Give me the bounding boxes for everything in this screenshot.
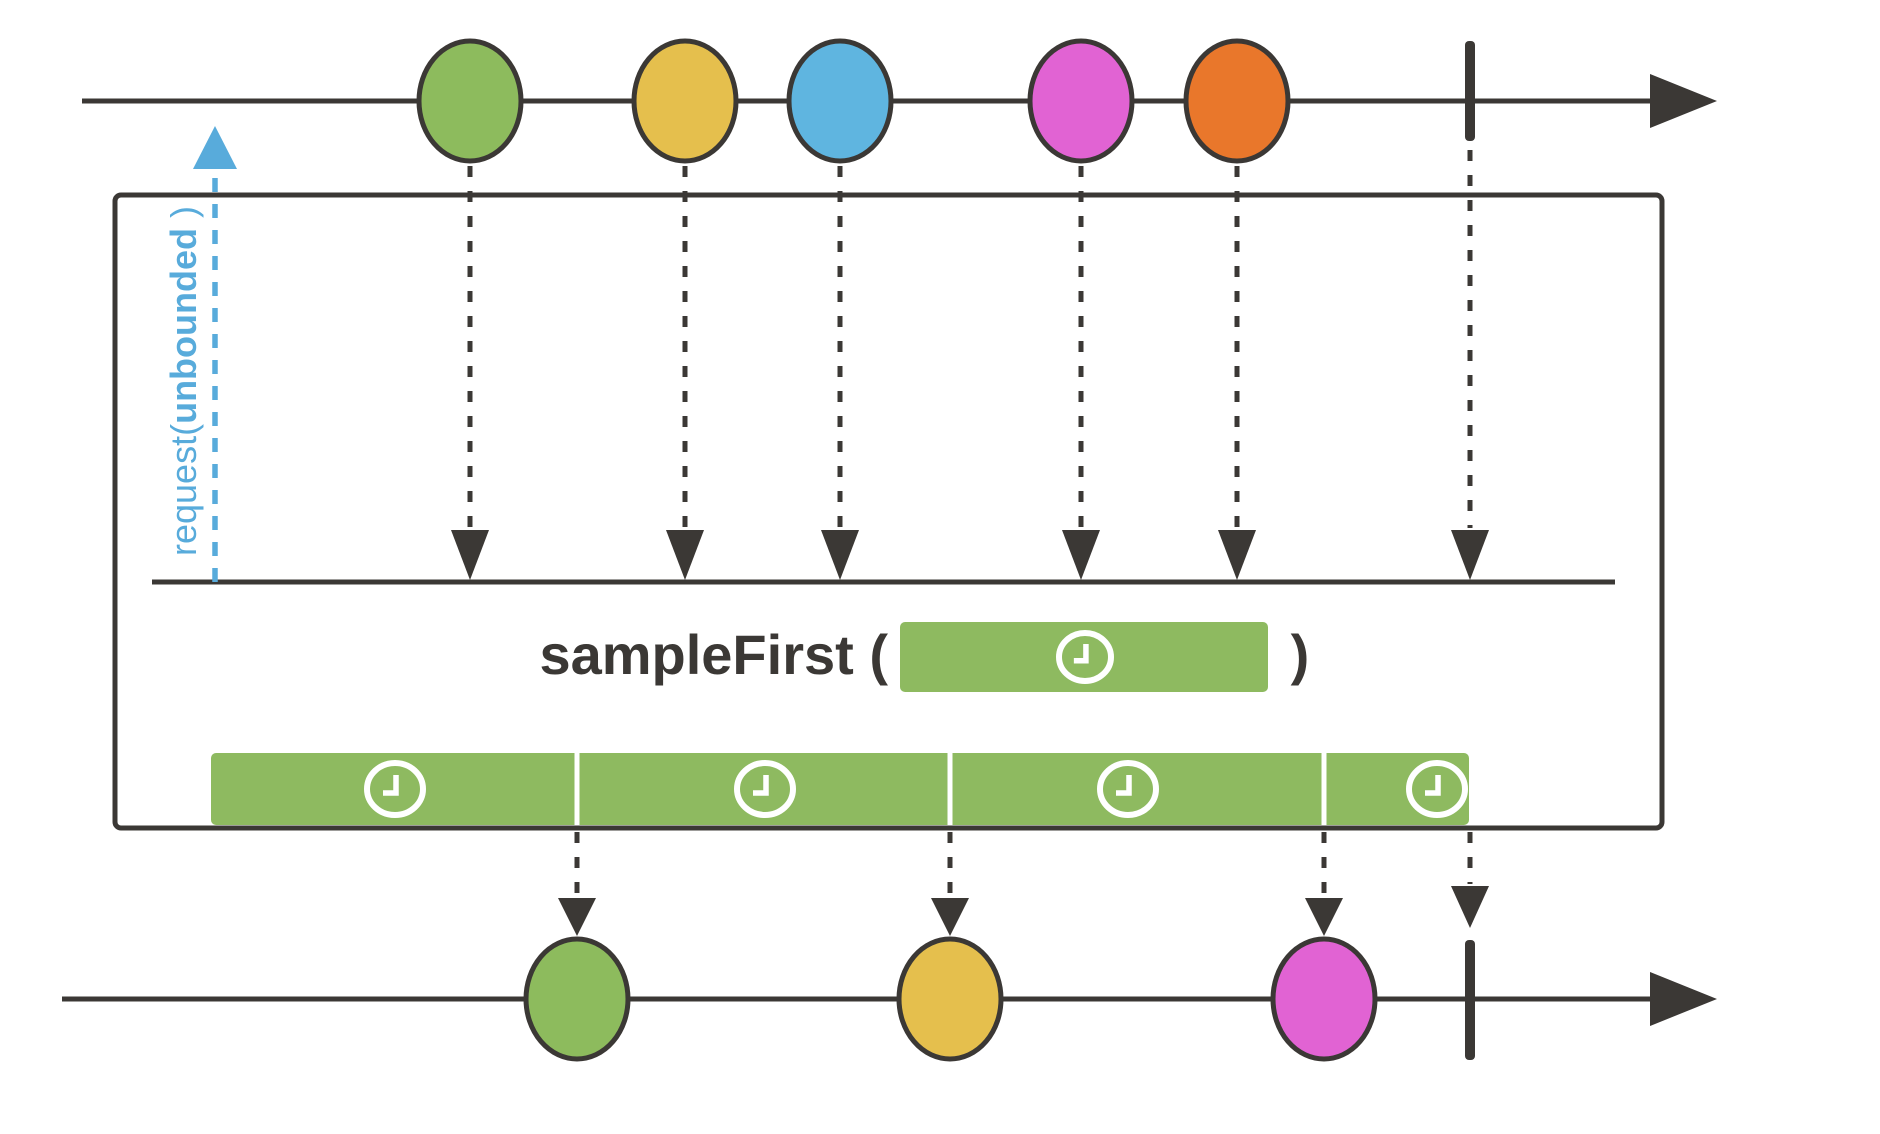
operator-signature: sampleFirst ( )	[539, 622, 1309, 692]
clock-face	[364, 760, 426, 818]
input-timeline-arrowhead-icon	[1650, 74, 1717, 128]
input-complete-bar	[1465, 41, 1475, 141]
output-timeline-arrowhead-icon	[1650, 972, 1717, 1026]
input-complete-arrow-head-icon	[1451, 530, 1489, 580]
operator-name-label: sampleFirst (	[539, 623, 888, 686]
clock-icon	[1097, 760, 1159, 818]
operator-close-paren: )	[1291, 623, 1310, 686]
output-complete-bar	[1465, 940, 1475, 1060]
clock-icon	[1406, 760, 1468, 818]
input-arrow-head-icon	[451, 530, 489, 580]
output-timeline	[62, 936, 1717, 1062]
output-arrow-head-icon	[558, 898, 596, 936]
output-arrow-head-icon	[931, 898, 969, 936]
clock-hands	[1073, 644, 1089, 664]
clock-icon	[1056, 630, 1114, 684]
input-green-marble	[416, 38, 524, 164]
input-arrow-head-icon	[666, 530, 704, 580]
output-arrows	[558, 832, 1489, 936]
output-magenta-marble	[1270, 936, 1378, 1062]
output-yellow-marble	[896, 936, 1004, 1062]
input-arrow-head-icon	[1218, 530, 1256, 580]
operator-arg-clock	[1056, 630, 1114, 684]
request-label: request(unbounded )	[163, 206, 204, 556]
clock-hands	[1425, 775, 1441, 796]
timer-window-bar	[211, 753, 1469, 825]
output-complete-arrow-head-icon	[1451, 886, 1489, 928]
output-arrow-head-icon	[1305, 898, 1343, 936]
request-arrow-head-icon	[193, 126, 237, 169]
input-blue-marble	[786, 38, 894, 164]
request-label-bold: unbounded	[163, 228, 204, 424]
clock-hands	[1116, 775, 1132, 796]
clock-face	[734, 760, 796, 818]
clock-hands	[753, 775, 769, 796]
input-orange-marble	[1183, 38, 1291, 164]
output-green-marble	[523, 936, 631, 1062]
input-marbles	[416, 38, 1475, 164]
clock-face	[1097, 760, 1159, 818]
input-yellow-marble	[631, 38, 739, 164]
request-label-suffix: )	[163, 206, 204, 228]
timer-bar	[211, 753, 1469, 825]
request-arrow: request(unbounded )	[163, 126, 237, 582]
clock-hands	[383, 775, 399, 796]
clock-face	[1406, 760, 1468, 818]
input-arrow-head-icon	[1062, 530, 1100, 580]
request-label-prefix: request(	[163, 424, 204, 556]
input-arrows	[451, 150, 1489, 580]
clock-icon	[734, 760, 796, 818]
input-arrow-head-icon	[821, 530, 859, 580]
output-marbles	[523, 936, 1475, 1062]
operator-box	[112, 192, 1665, 831]
clock-icon	[364, 760, 426, 818]
input-magenta-marble	[1027, 38, 1135, 164]
clock-face	[1056, 630, 1114, 684]
input-timeline	[82, 38, 1717, 164]
